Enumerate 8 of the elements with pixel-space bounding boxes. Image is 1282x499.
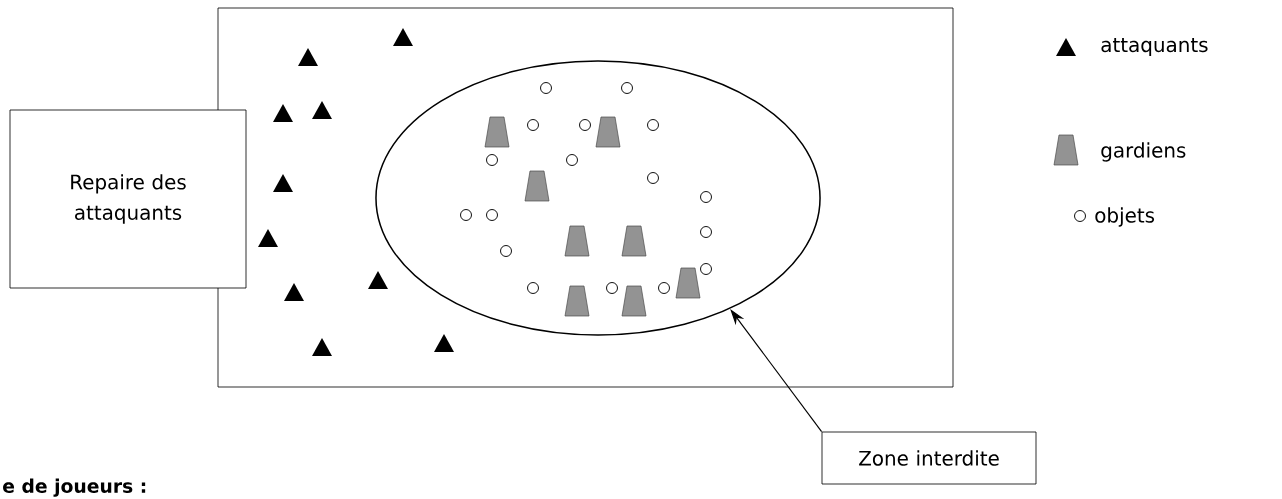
legend-text: attaquants — [1101, 37, 1208, 57]
field-rectangle — [217, 7, 954, 388]
label-box: Repaire des attaquants — [9, 109, 247, 289]
zone-ellipse — [375, 60, 821, 336]
legend-text: objets — [1095, 207, 1155, 227]
label-box: Zone interdite — [821, 431, 1037, 485]
legend-text: gardiens — [1101, 142, 1186, 162]
section-heading: e de joueurs : — [3, 478, 146, 497]
